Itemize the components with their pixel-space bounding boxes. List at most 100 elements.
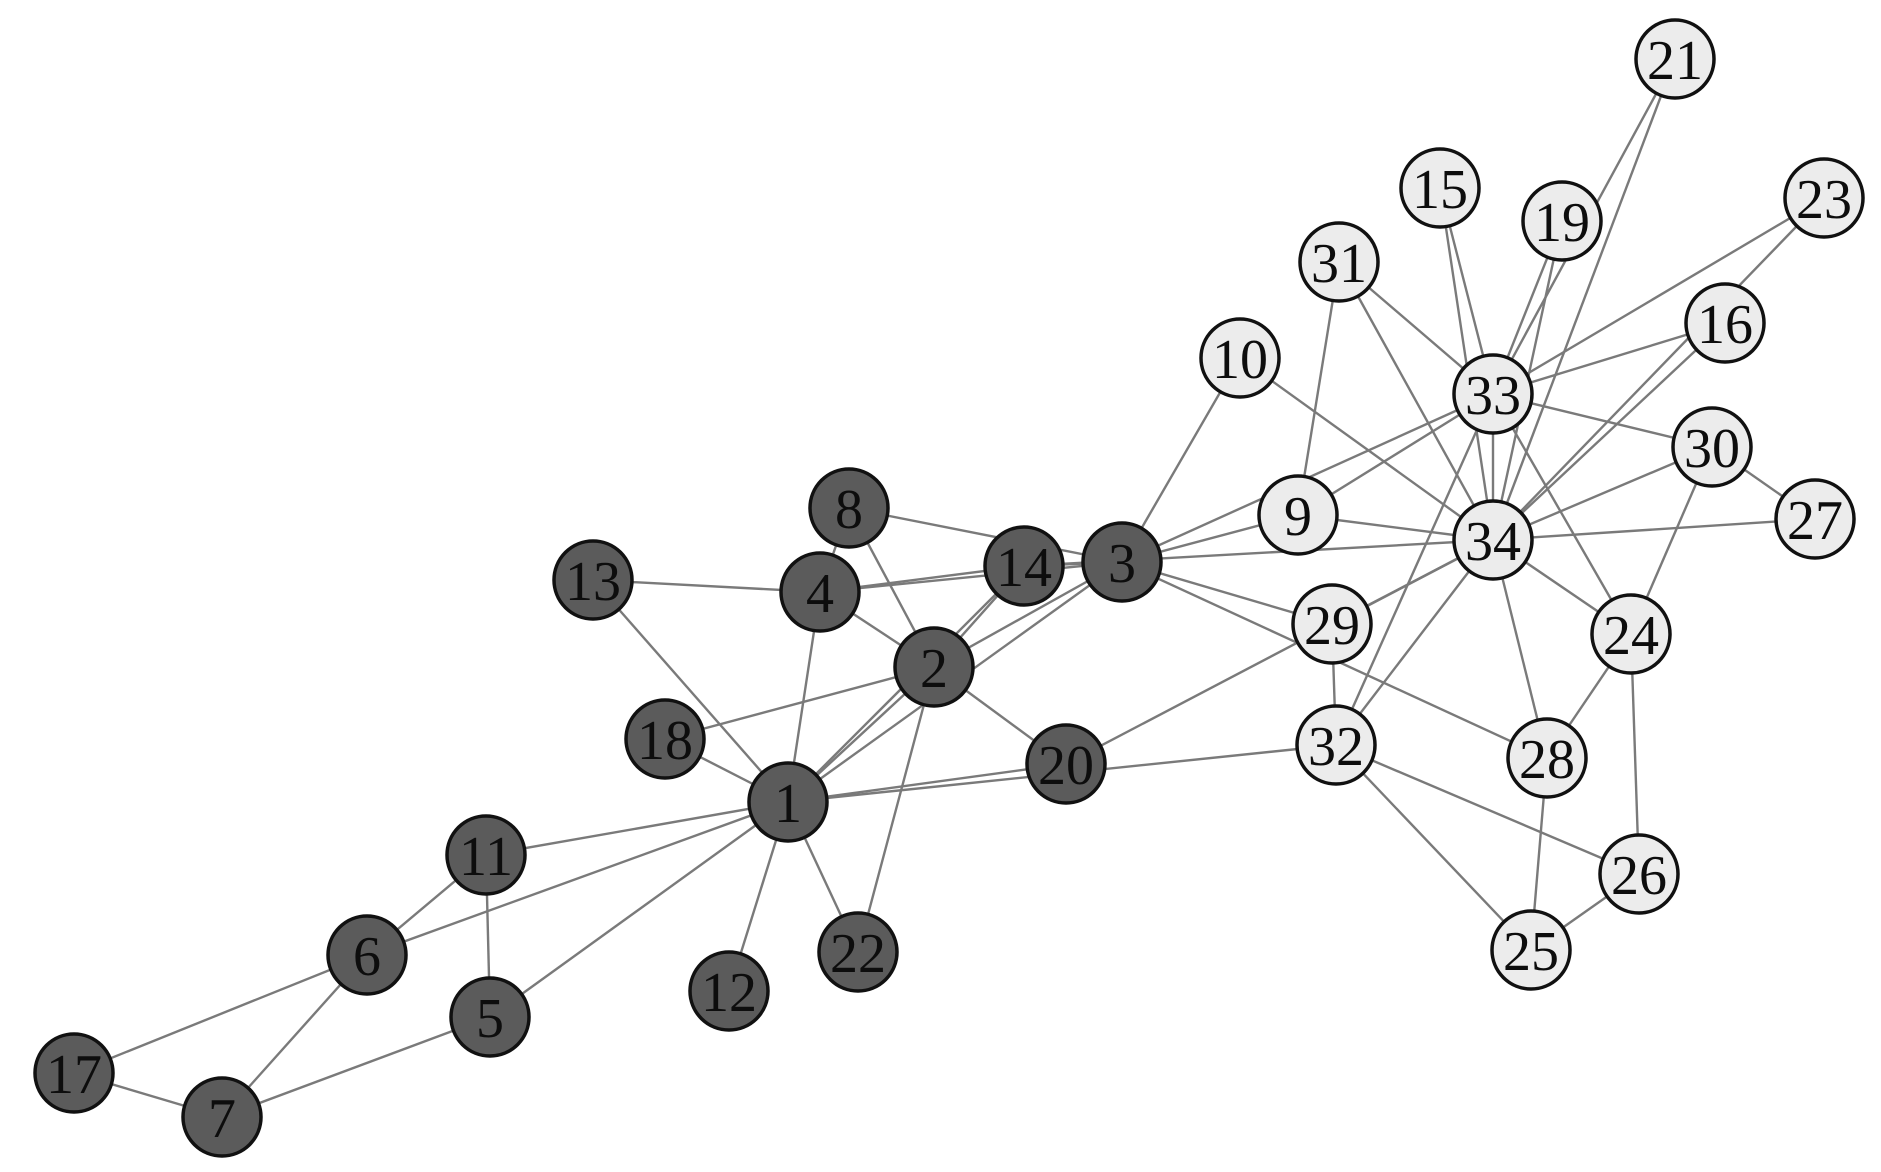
- node-circle: [449, 976, 531, 1058]
- edge-9-31: [1296, 261, 1341, 516]
- node-circle: [1634, 18, 1716, 100]
- node-label: 18: [637, 710, 693, 772]
- node-15: 15: [1399, 147, 1481, 229]
- node-circle: [1081, 521, 1163, 603]
- node-label: 2: [920, 638, 948, 700]
- edge-25-32: [1335, 744, 1532, 951]
- node-20: 20: [1025, 723, 1107, 805]
- node-label: 5: [476, 988, 504, 1050]
- node-label: 8: [835, 479, 863, 541]
- node-label: 12: [701, 962, 757, 1024]
- node-label: 25: [1503, 921, 1559, 983]
- node-label: 6: [353, 926, 381, 988]
- node-circle: [445, 814, 527, 896]
- node-21: 21: [1634, 18, 1716, 100]
- node-4: 4: [779, 551, 861, 633]
- node-circle: [1399, 147, 1481, 229]
- node-circle: [1671, 406, 1753, 488]
- node-26: 26: [1598, 833, 1680, 915]
- edge-5-7: [221, 1015, 491, 1119]
- node-label: 23: [1796, 169, 1852, 231]
- edge-26-32: [1335, 743, 1640, 876]
- node-34: 34: [1452, 499, 1534, 581]
- node-label: 30: [1684, 418, 1740, 480]
- node-27: 27: [1774, 478, 1856, 560]
- node-label: 34: [1465, 511, 1521, 573]
- node-label: 9: [1284, 486, 1312, 548]
- node-label: 31: [1311, 233, 1367, 295]
- node-19: 19: [1521, 180, 1603, 262]
- node-33: 33: [1452, 353, 1534, 435]
- edge-27-34: [1492, 517, 1816, 542]
- node-14: 14: [983, 525, 1065, 607]
- node-17: 17: [33, 1032, 115, 1114]
- node-30: 30: [1671, 406, 1753, 488]
- node-label: 16: [1697, 294, 1753, 356]
- node-label: 24: [1603, 605, 1659, 667]
- node-circle: [1506, 717, 1588, 799]
- node-circle: [1598, 833, 1680, 915]
- node-25: 25: [1490, 909, 1572, 991]
- edge-6-17: [73, 953, 368, 1075]
- node-label: 32: [1308, 716, 1364, 778]
- node-32: 32: [1295, 704, 1377, 786]
- node-circle: [688, 950, 770, 1032]
- node-13: 13: [552, 539, 634, 621]
- node-11: 11: [445, 814, 527, 896]
- node-circle: [1199, 317, 1281, 399]
- node-circle: [1783, 157, 1865, 239]
- node-label: 13: [565, 551, 621, 613]
- node-circle: [808, 467, 890, 549]
- node-circle: [1590, 593, 1672, 675]
- edge-3-4: [819, 560, 1123, 594]
- node-label: 11: [459, 826, 513, 888]
- edge-24-33: [1491, 393, 1633, 635]
- edge-23-34: [1492, 197, 1825, 541]
- edge-10-34: [1239, 357, 1494, 541]
- node-5: 5: [449, 976, 531, 1058]
- node-circle: [1774, 478, 1856, 560]
- node-7: 7: [181, 1076, 263, 1158]
- edge-31-34: [1337, 261, 1495, 541]
- edge-32-33: [1334, 393, 1495, 746]
- node-label: 21: [1647, 30, 1703, 92]
- edge-32-34: [1335, 539, 1494, 746]
- edge-3-8: [848, 506, 1123, 564]
- node-circle: [1490, 909, 1572, 991]
- node-label: 7: [208, 1088, 236, 1150]
- node-circle: [747, 761, 829, 843]
- node-circle: [181, 1076, 263, 1158]
- node-circle: [1291, 583, 1373, 665]
- node-12: 12: [688, 950, 770, 1032]
- node-24: 24: [1590, 593, 1672, 675]
- node-3: 3: [1081, 521, 1163, 603]
- edge-1-6: [366, 800, 789, 957]
- node-label: 22: [830, 923, 886, 985]
- node-circle: [983, 525, 1065, 607]
- edge-1-13: [592, 579, 789, 803]
- node-circle: [817, 911, 899, 993]
- node-10: 10: [1199, 317, 1281, 399]
- node-label: 26: [1611, 845, 1667, 907]
- node-label: 14: [996, 537, 1052, 599]
- node-circle: [1452, 499, 1534, 581]
- edge-1-5: [489, 801, 789, 1018]
- node-29: 29: [1291, 583, 1373, 665]
- node-label: 33: [1465, 365, 1521, 427]
- node-circle: [1684, 282, 1766, 364]
- node-label: 1: [774, 773, 802, 835]
- node-31: 31: [1298, 221, 1380, 303]
- node-circle: [552, 539, 634, 621]
- edge-21-34: [1491, 58, 1677, 541]
- node-8: 8: [808, 467, 890, 549]
- edge-2-18: [664, 665, 935, 741]
- node-16: 16: [1684, 282, 1766, 364]
- edge-2-22: [856, 666, 936, 953]
- node-label: 20: [1038, 735, 1094, 797]
- node-label: 10: [1212, 329, 1268, 391]
- node-6: 6: [326, 914, 408, 996]
- node-circle: [1295, 704, 1377, 786]
- node-label: 17: [46, 1044, 102, 1106]
- node-circle: [893, 626, 975, 708]
